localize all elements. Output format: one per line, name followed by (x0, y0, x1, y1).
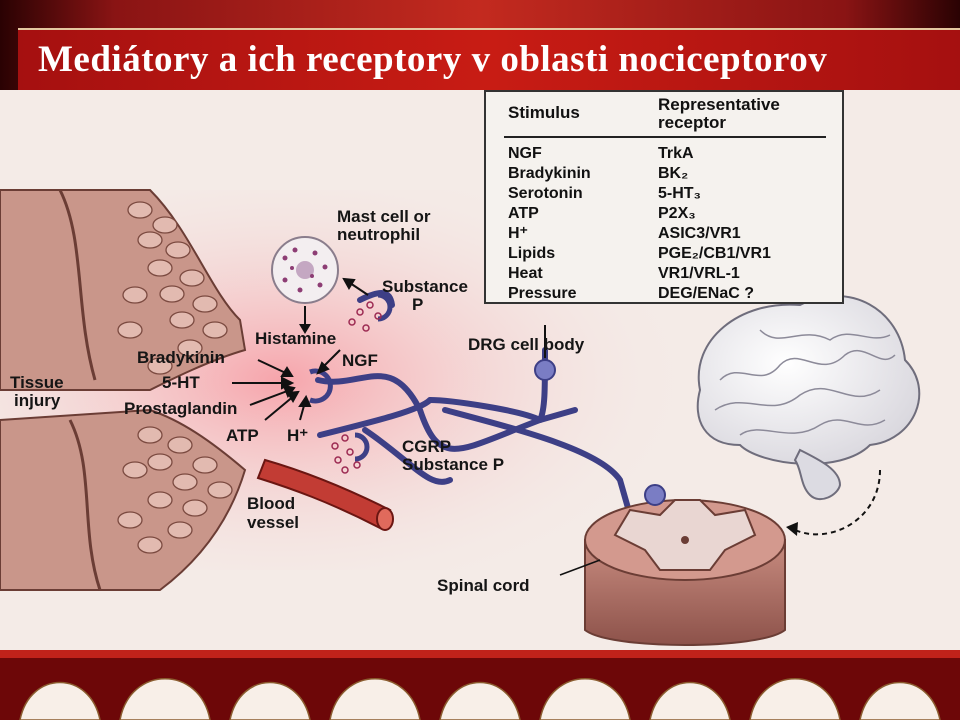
label-atp: ATP (226, 426, 259, 445)
label-neutrophil: neutrophil (337, 225, 421, 244)
nerve-endings (309, 292, 393, 462)
label-vessel: vessel (247, 513, 299, 532)
label-substance: Substance (382, 277, 468, 296)
table-cell-receptor: P2X₃ (658, 205, 696, 222)
label-drg-cell-body: DRG cell body (468, 335, 585, 354)
table-cell-receptor: PGE₂/CB1/VR1 (658, 245, 771, 262)
nociceptor-figure: Mast cell or neutrophil Substance P Hist… (0, 90, 960, 658)
table-cell-stimulus: Pressure (508, 285, 577, 302)
table-cell-receptor: 5-HT₃ (658, 185, 701, 202)
vesicle-dots (331, 301, 382, 474)
label-injury: injury (14, 391, 61, 410)
table-cell-receptor: DEG/ENaC ? (658, 285, 755, 302)
footer-decoration (0, 650, 960, 720)
mediator-arrows (232, 277, 369, 421)
spinal-cord-leader (559, 559, 601, 576)
label-p: P (412, 295, 424, 314)
table-header-rule (504, 136, 826, 138)
mast-cell (271, 236, 339, 334)
tissue-layers (0, 189, 247, 591)
label-cgrp: CGRP (402, 437, 452, 456)
label-mast-cell: Mast cell or (337, 207, 431, 226)
table-header-stimulus: Stimulus (508, 103, 580, 122)
label-spinal-cord: Spinal cord (437, 576, 530, 595)
table-cell-receptor: VR1/VRL-1 (658, 265, 740, 282)
pain-pathway-arrow (794, 469, 881, 536)
label-bradykinin: Bradykinin (137, 348, 225, 367)
table-header-receptor-line1: Representative (658, 95, 780, 114)
title-bar (18, 28, 960, 92)
blood-vessel-shape (256, 458, 394, 531)
table-cell-stimulus: Serotonin (508, 185, 583, 202)
table-cell-stimulus: Bradykinin (508, 165, 591, 182)
label-tissue: Tissue (10, 373, 64, 392)
table-cell-stimulus: NGF (508, 145, 542, 162)
brain (696, 295, 921, 501)
spinal-cord-shape (584, 484, 786, 646)
label-ngf: NGF (342, 351, 378, 370)
label-substance-p: Substance P (402, 455, 505, 474)
stimulus-receptor-table: Stimulus Representative receptor NGF TrkA… (484, 90, 844, 304)
table-header-receptor-line2: receptor (658, 113, 727, 132)
table-cell-stimulus: Heat (508, 265, 543, 282)
label-histamine: Histamine (255, 329, 337, 348)
table-cell-stimulus: ATP (508, 205, 539, 222)
pain-pathway-arrowhead (786, 522, 798, 536)
drg-cell-body (534, 325, 556, 381)
table-cell-stimulus: Lipids (508, 245, 556, 262)
table-cell-receptor: TrkA (658, 145, 694, 162)
label-5ht: 5-HT (162, 373, 200, 392)
label-hplus: H⁺ (287, 426, 309, 445)
label-prostaglandin: Prostaglandin (124, 399, 238, 418)
label-blood: Blood (247, 494, 296, 513)
table-cell-receptor: BK₂ (658, 165, 689, 182)
table-cell-receptor: ASIC3/VR1 (658, 225, 741, 242)
slide-title: Mediátory a ich receptory v oblasti noci… (38, 39, 828, 80)
table-cell-stimulus: H⁺ (508, 225, 528, 242)
